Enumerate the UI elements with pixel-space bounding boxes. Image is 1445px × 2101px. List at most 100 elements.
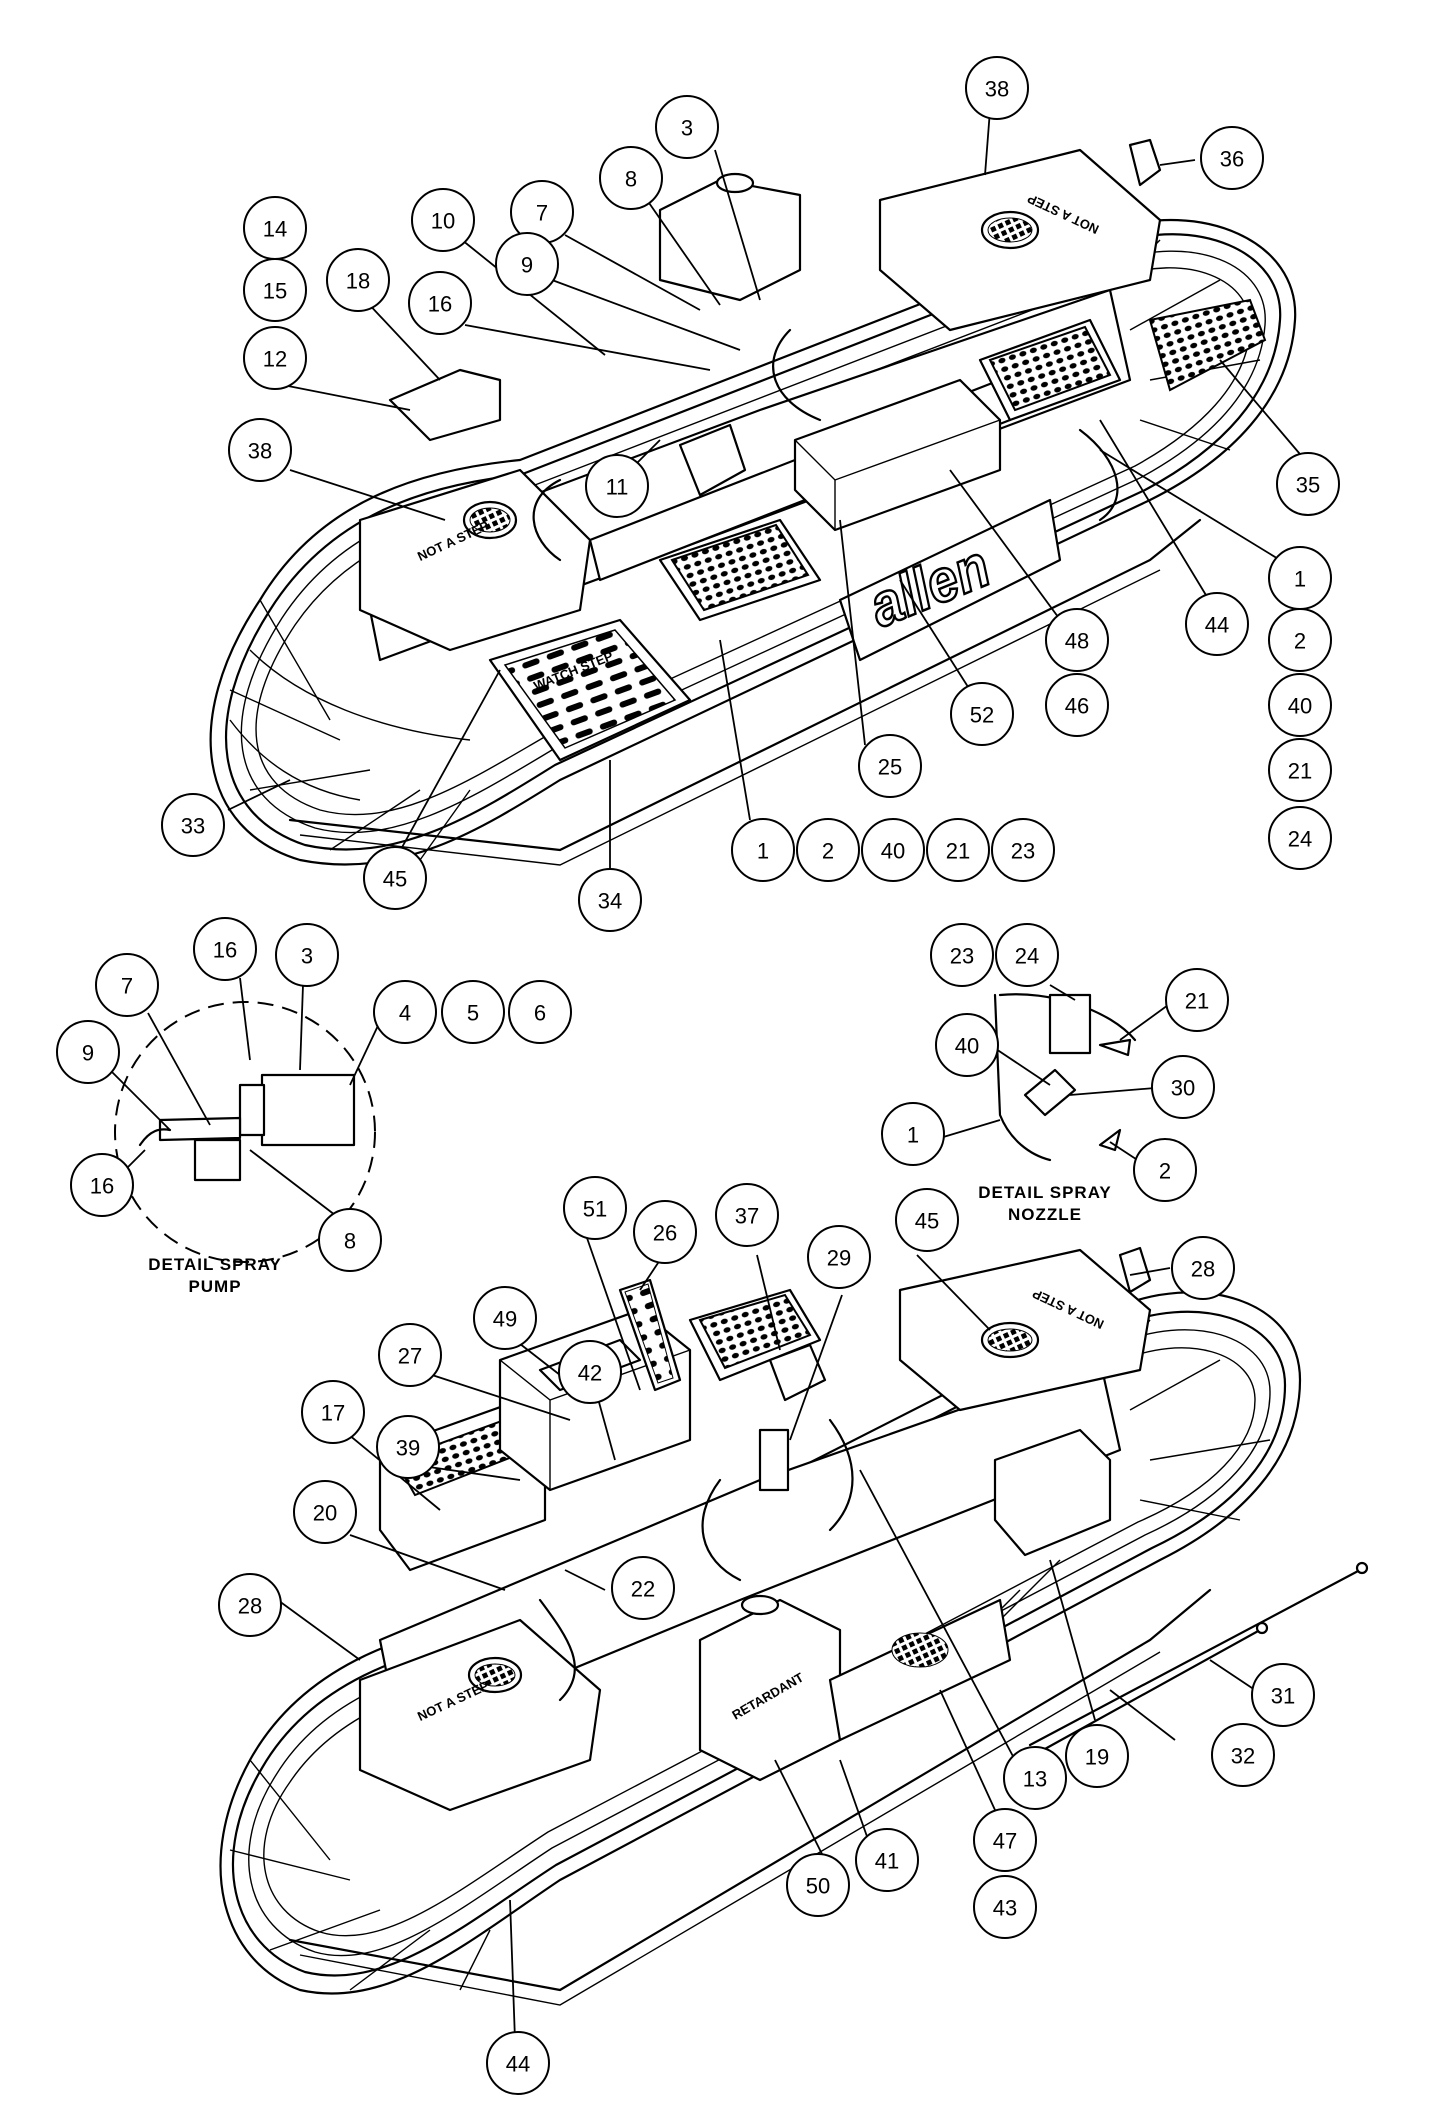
callout-number: 11: [606, 475, 629, 500]
callout-number: 51: [583, 1197, 607, 1222]
callout-balloon: 9: [56, 1020, 120, 1084]
callout-balloon: 36: [1200, 126, 1264, 190]
bottom-hose-1: [701, 1478, 742, 1582]
callout-balloon: 31: [1251, 1663, 1315, 1727]
callout-number: 38: [248, 439, 272, 464]
callout-balloon: 22: [611, 1556, 675, 1620]
callout-balloon: 43: [973, 1875, 1037, 1939]
callout-number: 15: [263, 279, 287, 304]
callout-number: 40: [881, 839, 905, 864]
callout-balloon: 27: [378, 1323, 442, 1387]
callout-balloon: 16: [193, 917, 257, 981]
callout-number: 9: [82, 1041, 94, 1066]
callout-number: 37: [735, 1204, 759, 1229]
callout-circle: [1045, 673, 1109, 737]
callout-circle: [363, 846, 427, 910]
callout-balloon: 2: [796, 818, 860, 882]
callout-circle: [965, 56, 1029, 120]
callout-balloon: 44: [1185, 592, 1249, 656]
callout-number: 4: [399, 1001, 411, 1026]
callout-number: 34: [598, 889, 622, 914]
callout-balloon: 23: [930, 923, 994, 987]
callout-balloon: 45: [363, 846, 427, 910]
callout-number: 46: [1065, 694, 1089, 719]
callout-number: 43: [993, 1896, 1017, 1921]
callout-circle: [1268, 673, 1332, 737]
callout-number: 47: [993, 1829, 1017, 1854]
callout-balloon: 30: [1151, 1055, 1215, 1119]
callout-circle: [1171, 1236, 1235, 1300]
bottom-left-deck: [358, 1618, 602, 1812]
bottom-perforated-panel: [828, 1598, 1012, 1742]
callout-balloon: 42: [558, 1340, 622, 1404]
bottom-filter: [758, 1428, 790, 1492]
callout-number: 21: [1185, 989, 1209, 1014]
callout-circle: [1133, 1138, 1197, 1202]
callout-circle: [218, 1573, 282, 1637]
callout-circle: [558, 1340, 622, 1404]
top-guard-ring-outer: [209, 218, 1297, 866]
callout-number: 25: [878, 755, 902, 780]
callout-balloon: 47: [973, 1808, 1037, 1872]
callout-balloon: 1: [731, 818, 795, 882]
callout-balloon: 38: [965, 56, 1029, 120]
callout-balloon: 25: [858, 734, 922, 798]
callout-number: 7: [121, 974, 133, 999]
callout-balloon: 24: [1268, 806, 1332, 870]
callout-circle: [1251, 1663, 1315, 1727]
callout-balloon: 8: [599, 146, 663, 210]
callout-balloon: 16: [70, 1153, 134, 1217]
bottom-retardant-cap: [740, 1594, 780, 1616]
callout-number: 45: [383, 867, 407, 892]
callout-number: 12: [263, 347, 287, 372]
callout-balloon: 15: [243, 258, 307, 322]
callout-number: 26: [653, 1221, 677, 1246]
callout-circle: [731, 818, 795, 882]
callout-balloon: 21: [1165, 968, 1229, 1032]
callout-number: 17: [321, 1401, 345, 1426]
callout-number: 38: [985, 77, 1009, 102]
callout-circle: [585, 454, 649, 518]
callout-number: 3: [681, 116, 693, 141]
callout-number: 21: [946, 839, 970, 864]
callout-circle: [1268, 806, 1332, 870]
callout-circle: [1200, 126, 1264, 190]
callout-balloon: 3: [655, 95, 719, 159]
callout-balloon: 7: [510, 180, 574, 244]
callout-balloon: 46: [1045, 673, 1109, 737]
callout-number: 40: [1288, 694, 1312, 719]
bottom-rod-31: [1028, 1568, 1362, 1747]
callout-circle: [56, 1020, 120, 1084]
bottom-guard-ring-3: [248, 1329, 1271, 1957]
callout-number: 8: [625, 167, 637, 192]
callout-circle: [935, 1013, 999, 1077]
callout-circle: [995, 923, 1059, 987]
callout-number: 16: [90, 1174, 114, 1199]
detail-nozzle-bracket: [1048, 993, 1092, 1055]
callout-number: 6: [534, 1001, 546, 1026]
callout-number: 39: [396, 1436, 420, 1461]
top-control-valve-block: [678, 423, 747, 497]
callout-number: 18: [346, 269, 370, 294]
callout-number: 30: [1171, 1076, 1195, 1101]
callout-circle: [1185, 592, 1249, 656]
callout-balloon: 19: [1065, 1724, 1129, 1788]
callout-number: 32: [1231, 1744, 1255, 1769]
callout-number: 35: [1296, 473, 1320, 498]
callout-number: 1: [907, 1123, 919, 1148]
callout-balloon: 50: [786, 1853, 850, 1917]
callout-balloon: 20: [293, 1480, 357, 1544]
callout-balloon: 21: [1268, 738, 1332, 802]
callout-circle: [243, 258, 307, 322]
callout-number: 14: [263, 217, 287, 242]
callout-balloon: 38: [228, 418, 292, 482]
callout-balloon: 39: [376, 1415, 440, 1479]
callout-circle: [655, 95, 719, 159]
detail-pump-head: [238, 1083, 266, 1137]
callout-circle: [578, 868, 642, 932]
callout-balloon: 11: [585, 454, 649, 518]
callout-balloon: 16: [408, 271, 472, 335]
callout-number: 24: [1015, 944, 1039, 969]
callout-balloon: 7: [95, 953, 159, 1017]
callout-circle: [193, 917, 257, 981]
